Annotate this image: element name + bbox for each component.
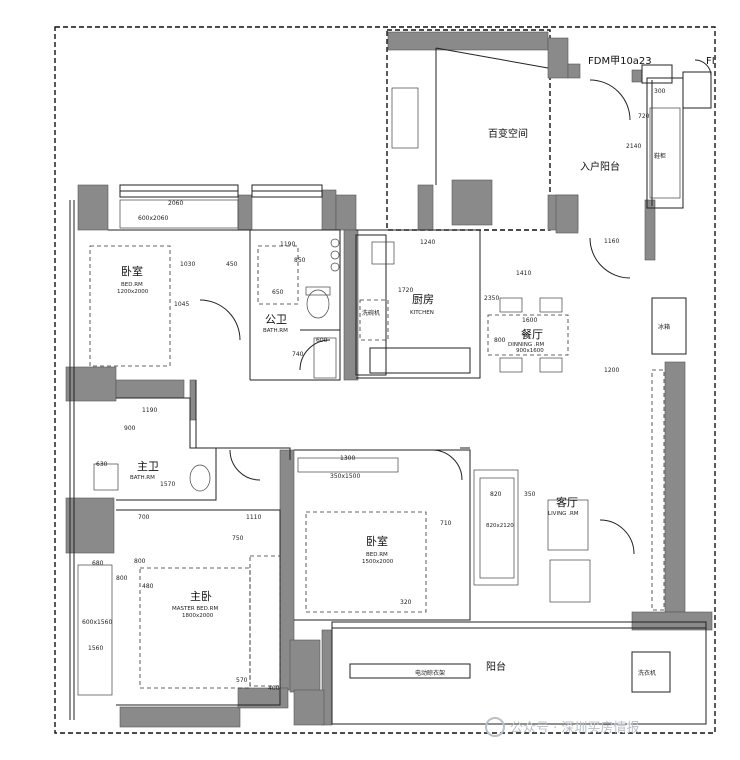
balcony-label: 阳台 [486,660,506,673]
washer-label: 洗衣机 [638,669,656,677]
dim-1160: 1160 [604,238,619,245]
sofa-side-size: 350x1500 [330,473,360,480]
master-bedroom-size: 1800x2000 [182,613,214,619]
room-lines [69,64,712,725]
dim-800-side: 800 [116,575,128,582]
flex-space-label: 百变空间 [488,127,528,140]
dimensions: 2060 1190 1240 1030 450 850 650 1045 740… [88,88,666,692]
dim-850: 850 [294,257,306,264]
dim-320: 320 [400,599,412,606]
desk-nw-size: 600x2060 [138,215,168,222]
dryer-rack-label: 电动晾衣架 [415,669,445,677]
dim-570: 570 [236,677,248,684]
living-label: 客厅 [556,495,578,509]
dining-en: DINNING .RM [508,342,544,348]
fridge-label: 冰箱 [658,323,670,331]
dim-1720: 1720 [398,287,413,294]
living-en: LIVING .RM [548,511,579,517]
dining-size: 900x1600 [516,348,544,354]
dim-350: 350 [524,491,536,498]
dim-400: 400 [268,685,280,692]
dim-2060: 2060 [168,200,183,207]
dim-2350: 2350 [484,295,499,302]
walls [65,31,713,728]
dim-800-dining: 800 [494,337,506,344]
kitchen-label: 厨房 [412,293,434,306]
dim-680: 680 [92,560,104,567]
dim-650: 650 [272,289,284,296]
bedroom-mid-en: BED.RM [366,552,388,558]
dim-1030: 1030 [180,261,195,268]
dishwasher-label: 洗碗机 [362,309,380,317]
dim-1200: 1200 [604,367,619,374]
dim-750: 750 [232,535,244,542]
dim-1570: 1570 [160,481,175,488]
entry-balcony-label: 入户阳台 [580,160,620,173]
desk-master-size: 600x1560 [82,619,112,626]
dim-1045: 1045 [174,301,189,308]
bedroom-mid-label: 卧室 [366,534,388,548]
dim-450: 450 [226,261,238,268]
bedroom-nw-en: BED.RM [121,282,143,288]
dim-900: 900 [124,425,136,432]
dim-300: 300 [654,88,666,95]
kitchen-en: KITCHEN [410,310,434,316]
public-bath-label: 公卫 [265,313,287,326]
dim-1190-bath: 1190 [142,407,157,414]
dim-800-master: 800 [134,558,146,565]
dim-740: 740 [292,351,304,358]
dim-1300: 1300 [340,455,355,462]
master-bedroom-label: 主卧 [190,590,212,603]
dim-480: 480 [142,583,154,590]
dim-1600: 1600 [522,317,537,324]
public-bath-en: BATH.RM [263,328,288,334]
bedroom-mid-size: 1500x2000 [362,559,394,565]
watermark: 公众号 · 深圳买房情报 [510,720,639,736]
drawing-code-short: FI [706,56,715,67]
dim-720: 720 [638,113,650,120]
dim-700: 700 [138,514,150,521]
dim-1560: 1560 [88,645,103,652]
master-bedroom-en: MASTER BED.RM [172,606,218,612]
living-size: 820x2120 [486,523,514,529]
dim-1190-top: 1190 [280,241,295,248]
dining-label: 餐厅 [521,327,543,341]
dim-820: 820 [490,491,502,498]
dim-600-bath: 600 [316,337,328,344]
master-bath-en: BATH.RM [130,475,155,481]
dim-630: 630 [96,461,108,468]
dim-2140: 2140 [626,143,641,150]
dim-1240: 1240 [420,239,435,246]
master-bath-label: 主卫 [137,460,159,473]
shoe-cabinet-label: 鞋柜 [654,152,666,160]
site-boundary [54,26,716,734]
furniture [77,47,712,696]
dim-1110: 1110 [246,514,261,521]
bedroom-nw-label: 卧室 [121,264,143,278]
wechat-icon [485,717,505,737]
drawing-code: FDM甲10a23 [588,56,652,67]
dim-710: 710 [440,520,452,527]
dim-1410: 1410 [516,270,531,277]
bedroom-nw-size: 1200x2000 [117,289,149,295]
